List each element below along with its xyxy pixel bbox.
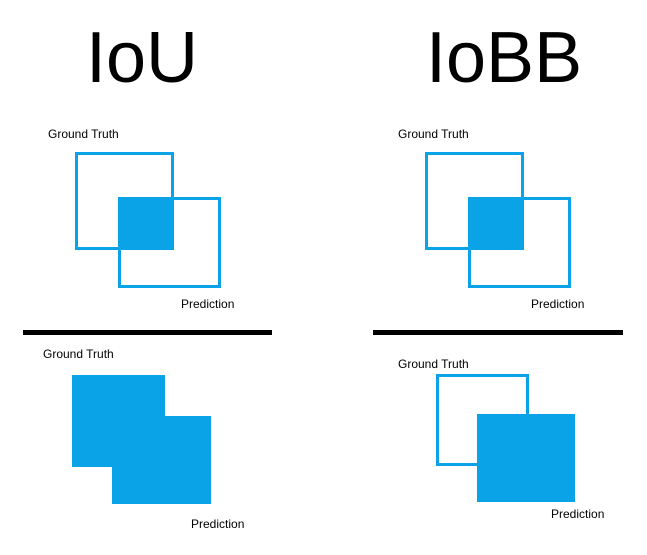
intersection-area (118, 197, 174, 250)
iou-divider (23, 330, 272, 335)
prediction-label: Prediction (191, 517, 245, 531)
prediction-label: Prediction (551, 507, 605, 521)
ground-truth-label: Ground Truth (398, 357, 469, 371)
prediction-box (477, 414, 575, 502)
iobb-divider (373, 330, 623, 335)
ground-truth-label: Ground Truth (398, 127, 469, 141)
prediction-label: Prediction (531, 297, 585, 311)
intersection-area (468, 197, 524, 250)
iou-title: IoU (86, 18, 199, 98)
prediction-label: Prediction (181, 297, 235, 311)
ground-truth-label: Ground Truth (43, 347, 114, 361)
ground-truth-label: Ground Truth (48, 127, 119, 141)
iobb-title: IoBB (426, 18, 583, 98)
prediction-box (112, 416, 211, 504)
